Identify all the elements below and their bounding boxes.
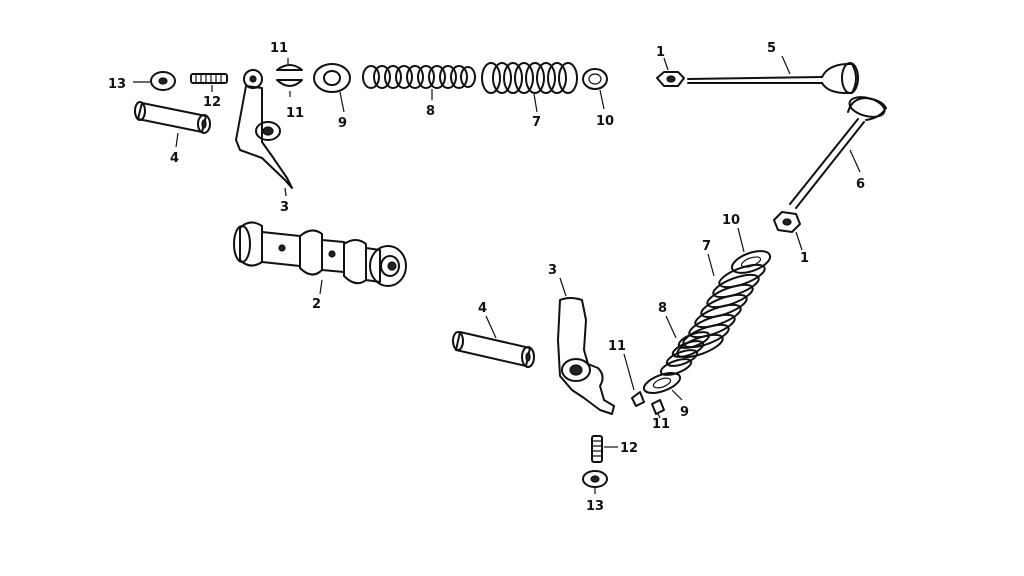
label-7-top: 7 bbox=[532, 115, 541, 130]
part-12-adjusting-screw-top bbox=[190, 73, 228, 92]
part-11-cotters-top bbox=[276, 58, 303, 97]
label-9-top: 9 bbox=[338, 116, 347, 131]
label-10-right: 10 bbox=[722, 213, 740, 228]
label-4-top: 4 bbox=[170, 151, 179, 166]
part-2-camshaft bbox=[233, 221, 407, 295]
label-12-top: 12 bbox=[203, 95, 221, 110]
part-4-rocker-shaft-top bbox=[134, 101, 211, 148]
part-13-cap-nut-top bbox=[133, 71, 176, 91]
part-11-cotters-right bbox=[623, 353, 665, 419]
part-10-spring-seat-top bbox=[582, 68, 608, 110]
part-5-valve-horizontal bbox=[687, 55, 859, 94]
label-12-lower: 12 bbox=[620, 441, 638, 456]
label-10-top: 10 bbox=[596, 114, 614, 129]
label-3-lower: 3 bbox=[548, 263, 557, 278]
part-7-outer-spring-top bbox=[481, 62, 578, 113]
label-3-top: 3 bbox=[280, 200, 289, 215]
label-13-top: 13 bbox=[108, 77, 126, 92]
label-6: 6 bbox=[856, 177, 865, 192]
part-3-rocker-arm-top bbox=[235, 69, 293, 197]
part-9-retainer-top bbox=[313, 63, 351, 113]
part-1-stem-seal-top bbox=[656, 57, 685, 87]
label-1-top: 1 bbox=[656, 45, 665, 60]
label-5: 5 bbox=[767, 41, 776, 56]
part-7-outer-spring-right bbox=[676, 253, 766, 359]
label-1-right: 1 bbox=[800, 251, 809, 266]
label-8-top: 8 bbox=[426, 104, 435, 119]
part-9-retainer-right bbox=[642, 372, 683, 401]
part-8-inner-spring-top bbox=[362, 65, 476, 100]
part-3-rocker-arm-lower bbox=[557, 277, 615, 415]
part-13-cap-nut-lower bbox=[582, 470, 608, 494]
label-11-top-a: 11 bbox=[270, 41, 288, 56]
part-12-adjusting-screw-lower bbox=[591, 435, 618, 463]
label-11-right-b: 11 bbox=[652, 417, 670, 432]
part-6-valve-diagonal bbox=[789, 96, 887, 209]
label-13-lower: 13 bbox=[586, 499, 604, 514]
label-7-right: 7 bbox=[702, 239, 711, 254]
label-11-top-b: 11 bbox=[286, 106, 304, 121]
part-4-rocker-shaft-lower bbox=[452, 315, 535, 368]
label-9-right: 9 bbox=[680, 405, 689, 420]
label-8-right: 8 bbox=[658, 301, 667, 316]
part-8-inner-spring-right bbox=[659, 315, 711, 376]
label-2: 2 bbox=[312, 297, 321, 312]
label-4-lower: 4 bbox=[478, 301, 487, 316]
label-11-right-a: 11 bbox=[608, 339, 626, 354]
part-1-stem-seal-right bbox=[773, 211, 803, 251]
